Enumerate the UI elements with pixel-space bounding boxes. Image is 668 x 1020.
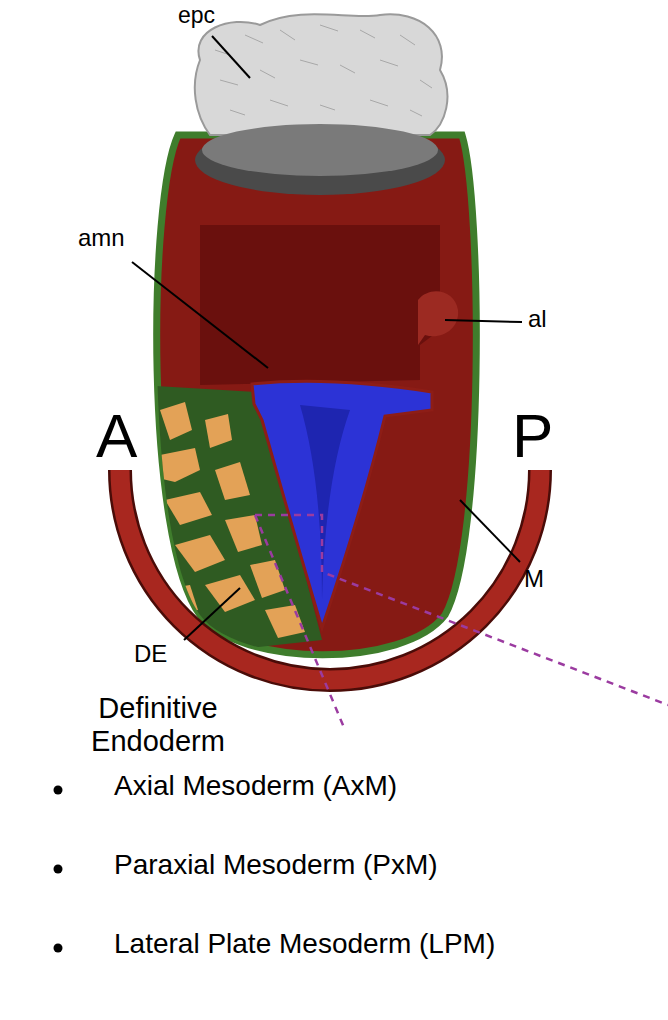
list-item: Lateral Plate Mesoderm (LPM) [114,928,495,960]
list-item: Paraxial Mesoderm (PxM) [114,849,438,881]
epiblast-shade [300,405,350,600]
epc-cavity-inner [202,124,438,176]
part-label: DE [134,640,167,668]
part-label: M [524,565,544,593]
list-item: Axial Mesoderm (AxM) [114,770,397,802]
axis-label: A [96,400,137,471]
epc-cells [215,25,432,116]
leader-lines [132,36,522,640]
bullet-dots [54,786,63,953]
cavity-region [200,225,440,385]
section-lines [255,515,668,730]
axis-label: P [512,400,553,471]
part-label: epc [178,2,215,28]
allantois [418,291,458,345]
epiblast [252,381,432,628]
part-label: al [528,305,547,333]
region-label: Definitive Endoderm [58,692,258,759]
part-label: amn [78,224,125,252]
epc-tissue [195,14,448,135]
epc-cavity [195,125,445,195]
